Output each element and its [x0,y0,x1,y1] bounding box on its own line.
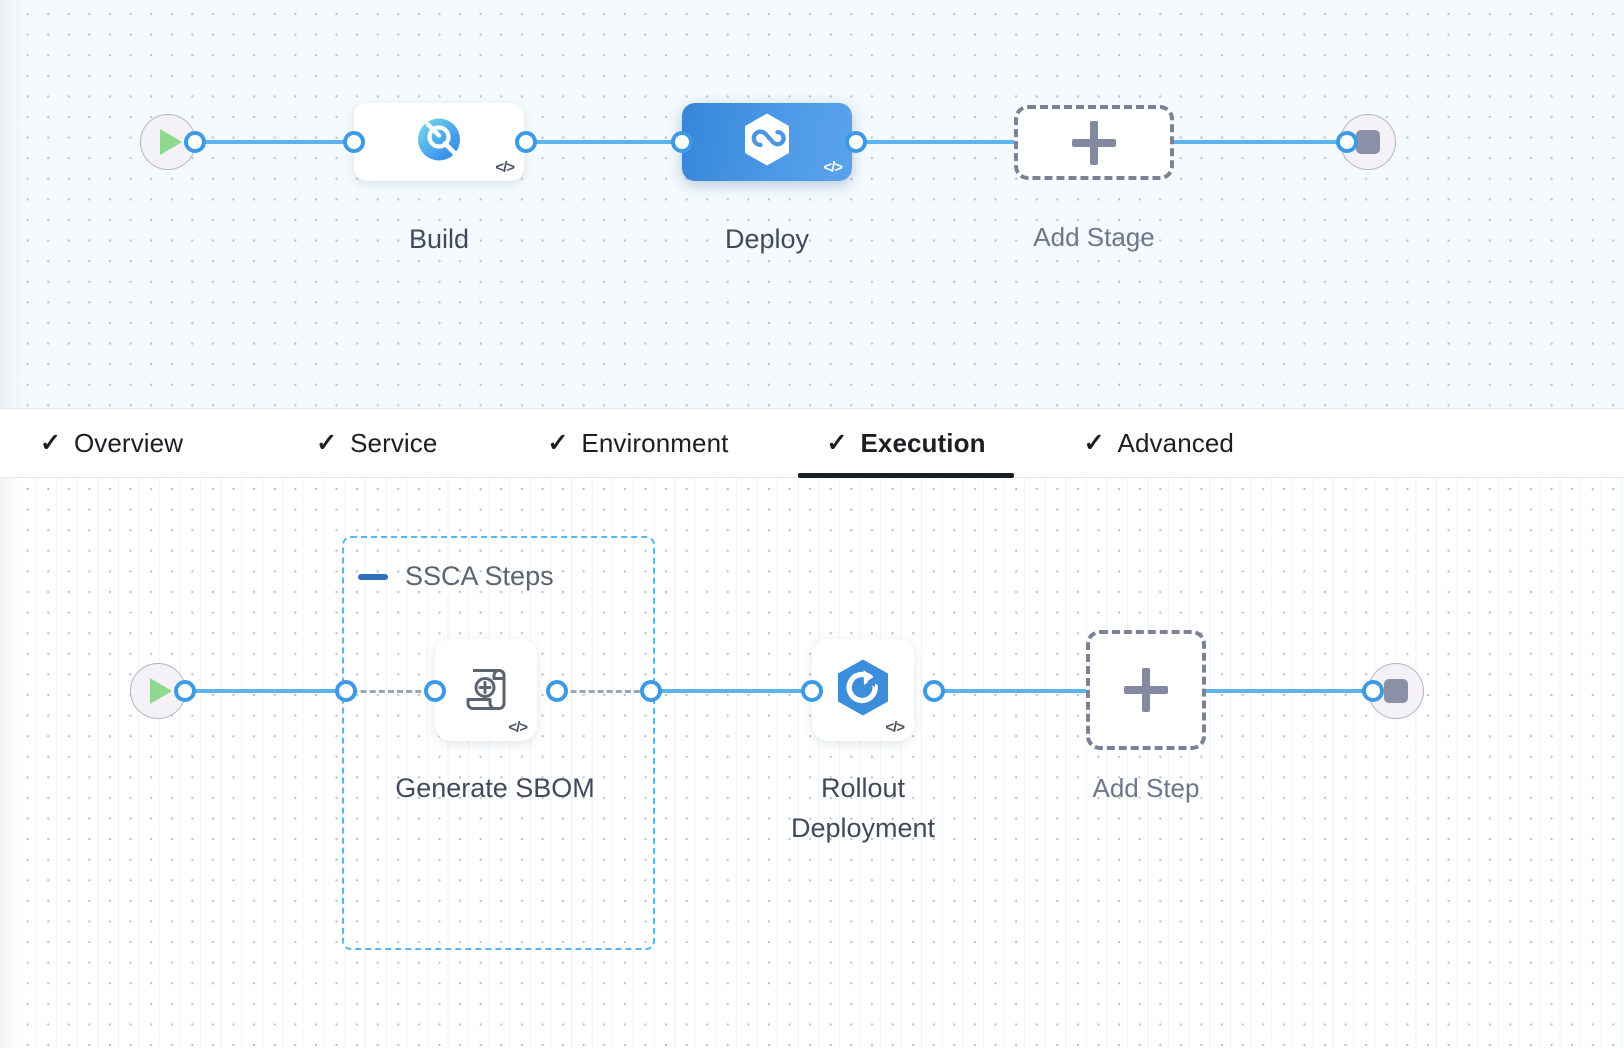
code-badge: </> [508,719,528,736]
port-start-out[interactable] [184,131,206,153]
port-build-in[interactable] [343,131,365,153]
add-stage-button[interactable] [1014,105,1174,180]
tab-label: Execution [860,427,986,458]
add-stage-label: Add Stage [1033,222,1155,252]
plus-icon [1072,120,1116,165]
port-deploy-out[interactable] [845,131,867,153]
code-badge: </> [823,159,843,176]
tab-advanced[interactable]: ✓ Advanced [1074,408,1244,478]
play-icon [160,129,182,155]
check-icon: ✓ [40,428,61,457]
play-icon [150,678,172,704]
add-step-label: Add Step [1092,773,1200,803]
step-group-title: SSCA Steps [405,561,554,591]
edge-rollout-to-addstep [928,689,1088,693]
rollout-hexagon-refresh-icon [834,658,892,723]
stop-icon [1384,679,1408,703]
port-deploy-in[interactable] [671,131,693,153]
tab-label: Service [350,427,438,458]
edge-addstage-to-end [1168,140,1354,144]
port-build-out[interactable] [515,131,537,153]
tab-environment[interactable]: ✓ Environment [537,408,738,478]
step-label-generate-sbom: Generate SBOM [395,773,595,803]
port-group-out[interactable] [640,680,662,702]
edge-start-to-group [178,689,346,693]
port-sbom-out[interactable] [546,680,568,702]
edge-group-to-rollout [650,689,815,693]
edge-deploy-to-addstage [850,140,1026,144]
pipeline-end-node[interactable] [1340,114,1396,170]
tab-execution[interactable]: ✓ Execution [798,408,1014,478]
tab-label: Overview [73,427,184,458]
scroll-plus-icon [458,660,514,721]
step-node-generate-sbom-visual[interactable]: </> [435,639,537,741]
check-icon: ✓ [547,428,569,457]
step-node-rollout-deployment[interactable]: </> [812,639,914,741]
deploy-hexagon-infinity-icon [741,112,793,173]
port-rollout-out[interactable] [923,680,945,702]
code-badge: </> [495,159,515,176]
code-badge: </> [885,719,905,736]
port-group-in[interactable] [335,680,357,702]
port-sbom-in[interactable] [424,680,446,702]
check-icon: ✓ [1083,428,1105,457]
port-rollout-in[interactable] [801,680,823,702]
collapse-dash-icon[interactable] [358,573,388,580]
tab-label: Environment [581,427,729,458]
stage-label-deploy: Deploy [724,224,810,254]
pipeline-stage-canvas[interactable]: </> Build </> Deploy Add Stage [0,0,1624,410]
port-end-in[interactable] [1336,131,1358,153]
execution-step-canvas[interactable]: SSCA Steps </> Generate SBOM [0,478,1624,1048]
step-group-ssca[interactable] [342,536,655,950]
edge-sbom-to-group-out [560,690,650,693]
stage-label-build: Build [408,224,470,254]
step-group-header[interactable]: SSCA Steps [358,561,554,592]
tab-label: Advanced [1117,427,1234,458]
tab-overview[interactable]: ✓ Overview [30,408,193,478]
edge-start-to-build [188,140,358,144]
edge-addstep-to-end [1204,689,1374,693]
port-step-end-in[interactable] [1362,680,1384,702]
tab-service[interactable]: ✓ Service [306,408,447,478]
step-label-rollout-line2: Deployment [790,813,936,843]
build-scan-icon [414,115,464,170]
stage-node-build[interactable]: </> [354,103,524,181]
stage-node-deploy[interactable]: </> [682,103,852,181]
plus-icon [1124,668,1168,712]
edge-group-in-to-sbom [350,690,436,693]
stop-icon [1356,130,1380,154]
step-label-rollout-line1: Rollout [820,773,906,803]
add-step-button[interactable] [1086,630,1206,750]
check-icon: ✓ [826,428,848,457]
edge-build-to-deploy [520,140,692,144]
port-step-start-out[interactable] [174,680,196,702]
check-icon: ✓ [316,428,338,457]
stage-config-tabs[interactable]: ✓ Overview ✓ Service ✓ Environment ✓ Exe… [0,408,1624,478]
